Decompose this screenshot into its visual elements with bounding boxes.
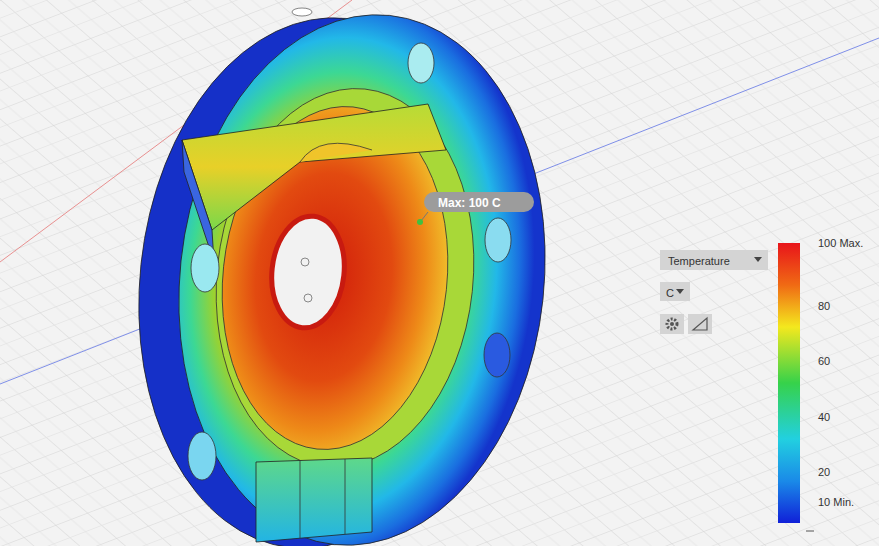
- bottom-slot: [256, 458, 372, 542]
- probe-marker: [292, 8, 312, 16]
- scale-value: 60: [818, 355, 830, 367]
- bar-dash: [806, 531, 814, 532]
- bolt-hole: [408, 43, 434, 83]
- value-callout: Max: 100 C: [424, 192, 534, 212]
- scale-value: 80: [818, 300, 830, 312]
- view-icons: [660, 314, 712, 334]
- node-text: C: [666, 284, 674, 303]
- top-slot: [182, 104, 446, 230]
- result-dropdown: Temperature: [660, 250, 768, 270]
- slot-edge: [345, 459, 346, 534]
- slot-notch: [300, 143, 372, 162]
- gear-icon: [670, 322, 674, 326]
- gear-icon: [667, 319, 677, 329]
- scale-value: 20: [818, 466, 830, 478]
- hole-marker: [301, 258, 309, 266]
- color-bar: [778, 243, 800, 523]
- dropdown-arrow: [754, 257, 762, 262]
- triangle-icon: [693, 318, 707, 330]
- hole-marker: [304, 294, 312, 302]
- adjust-button: [688, 314, 712, 334]
- dropdown-arrow: [676, 289, 684, 295]
- unit-dropdown: C: [660, 282, 690, 301]
- dropdown-arrow: [676, 289, 684, 294]
- center-hole: [266, 213, 349, 332]
- max-point: [417, 219, 423, 225]
- leader-line: [421, 212, 428, 221]
- node-text: Temperature: [668, 251, 730, 271]
- bolt-hole: [485, 218, 511, 262]
- scale-value: 100 Max.: [818, 237, 863, 249]
- bolt-hole: [188, 432, 216, 480]
- slot-edge: [300, 461, 301, 538]
- part-face: [153, 0, 571, 546]
- slot-wall: [182, 140, 214, 262]
- settings-button: [660, 314, 684, 334]
- bolt-hole: [191, 244, 219, 292]
- node-text: Max: 100 C: [438, 193, 501, 213]
- dropdown-arrow: [754, 257, 762, 263]
- scale-value: 10 Min.: [818, 496, 854, 508]
- part: [113, 0, 571, 546]
- scale-value: 40: [818, 411, 830, 423]
- bolt-hole: [484, 333, 510, 377]
